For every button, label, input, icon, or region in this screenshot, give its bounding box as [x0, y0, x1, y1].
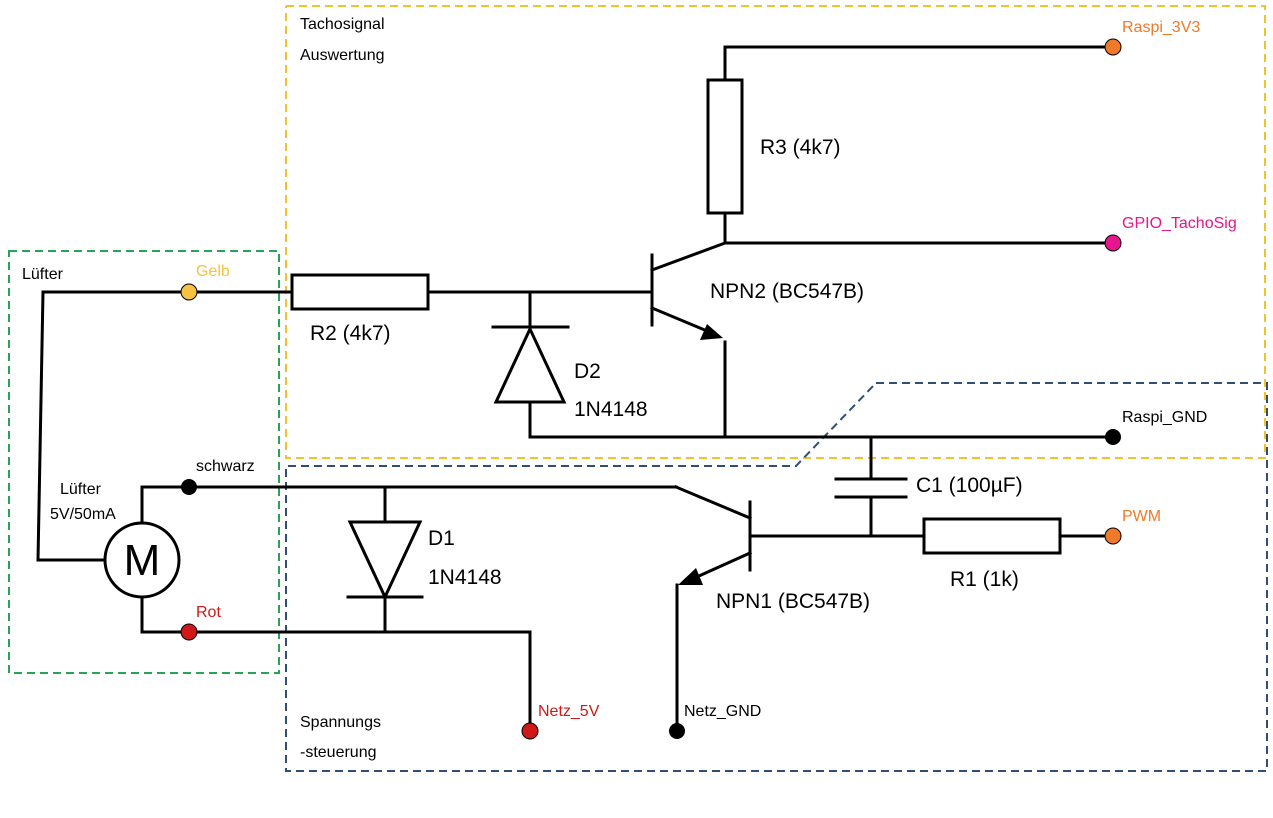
tacho-evaluation-box [285, 5, 1266, 459]
npn2-emitter [650, 306, 714, 335]
port-rot [180, 623, 198, 641]
tacho-box-title-line2: Auswertung [300, 47, 385, 64]
voltage-box-title-line1: Spannungs [300, 714, 381, 731]
port-pwm [1104, 527, 1122, 545]
label-rot: Rot [196, 604, 221, 621]
npn1-collector [674, 485, 752, 520]
label-r3: R3 (4k7) [760, 136, 841, 159]
label-schwarz: schwarz [196, 458, 255, 475]
label-netz-5v: Netz_5V [538, 703, 600, 720]
label-d2-part: 1N4148 [574, 398, 648, 421]
port-gelb [180, 283, 198, 301]
label-d1-part: 1N4148 [428, 566, 502, 589]
port-gpio-tacho [1104, 234, 1122, 252]
voltage-control-box [285, 382, 1268, 772]
wire-fan-left [36, 290, 45, 562]
resistor-r3 [706, 78, 744, 215]
label-r1: R1 (1k) [950, 568, 1019, 591]
label-c1: C1 (100µF) [916, 474, 1023, 497]
npn1-emitter [688, 551, 752, 582]
diode-d1-triangle [347, 520, 423, 601]
label-pwm: PWM [1122, 508, 1161, 525]
diode-d2-triangle [493, 325, 567, 404]
port-schwarz [181, 479, 197, 495]
fan-motor [103, 521, 181, 599]
label-motor-line1: Lüfter [60, 481, 102, 498]
port-raspi-gnd [1105, 429, 1121, 445]
port-netz-gnd [669, 723, 685, 739]
label-motor-line2: 5V/50mA [50, 506, 116, 523]
label-d2-name: D2 [574, 360, 601, 383]
fan-motor-symbol: M [124, 536, 161, 585]
label-netz-gnd: Netz_GND [684, 703, 761, 720]
voltage-box-title-line2: -steuerung [300, 744, 377, 761]
port-netz-5v [521, 722, 539, 740]
port-raspi-3v3 [1104, 38, 1122, 56]
label-npn2: NPN2 (BC547B) [710, 280, 864, 303]
label-npn1: NPN1 (BC547B) [716, 590, 870, 613]
label-raspi-gnd: Raspi_GND [1122, 409, 1207, 426]
resistor-r2 [290, 273, 430, 311]
npn2-collector [650, 241, 727, 272]
label-raspi-3v3: Raspi_3V3 [1122, 19, 1200, 36]
label-gpio-tacho: GPIO_TachoSig [1122, 215, 1237, 232]
npn2-emitter-arrow [700, 324, 723, 340]
label-gelb: Gelb [196, 263, 230, 280]
resistor-r1 [922, 517, 1062, 555]
fan-box [8, 250, 280, 674]
label-d1-name: D1 [428, 527, 455, 550]
fan-box-title: Lüfter [22, 266, 64, 283]
npn1-emitter-arrow [678, 568, 703, 585]
label-r2: R2 (4k7) [310, 322, 391, 345]
tacho-box-title-line1: Tachosignal [300, 16, 385, 33]
